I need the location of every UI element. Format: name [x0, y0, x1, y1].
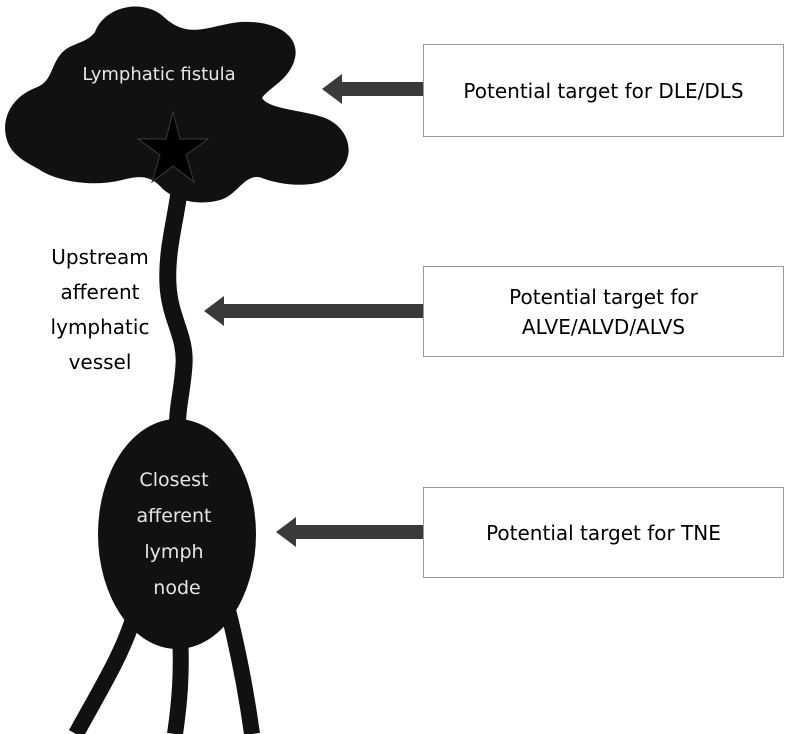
- node-label: Closest afferent lymph node: [136, 469, 217, 599]
- target-box-dle-dls: Potential target for DLE/DLS: [423, 44, 784, 137]
- node-label-line: lymph: [144, 541, 203, 563]
- node-label-line: afferent: [136, 505, 211, 527]
- target-box-alve-alvd-alvs: Potential target for ALVE/ALVD/ALVS: [423, 266, 784, 357]
- fistula-label: Lymphatic fistula: [82, 64, 235, 85]
- target-box-text: Potential target for DLE/DLS: [463, 78, 744, 103]
- arrow-to-vessel: [204, 296, 424, 326]
- vessel-label-line: lymphatic: [50, 315, 150, 339]
- node-vessel-right: [220, 608, 260, 734]
- star-icon: [136, 110, 210, 184]
- vessel-label-line: afferent: [60, 280, 140, 304]
- vessel-label-line: vessel: [68, 350, 132, 374]
- afferent-vessel-shape: [159, 176, 193, 441]
- target-box-text: Potential target for: [509, 284, 698, 309]
- node-label-line: Closest: [139, 469, 208, 491]
- lymphatic-fistula-shape: [5, 6, 349, 203]
- node-label-line: node: [153, 577, 200, 599]
- target-box-tne: Potential target for TNE: [423, 487, 784, 578]
- arrow-to-node: [276, 517, 424, 547]
- upstream-vessel-label: Upstream afferent lymphatic vessel: [30, 240, 170, 380]
- target-box-text: ALVE/ALVD/ALVS: [521, 314, 686, 339]
- target-box-text: Potential target for TNE: [486, 520, 721, 545]
- arrow-to-fistula: [322, 74, 424, 104]
- lymph-node-shape: [98, 419, 256, 649]
- node-vessel-left: [68, 609, 143, 734]
- vessel-label-line: Upstream: [51, 245, 149, 269]
